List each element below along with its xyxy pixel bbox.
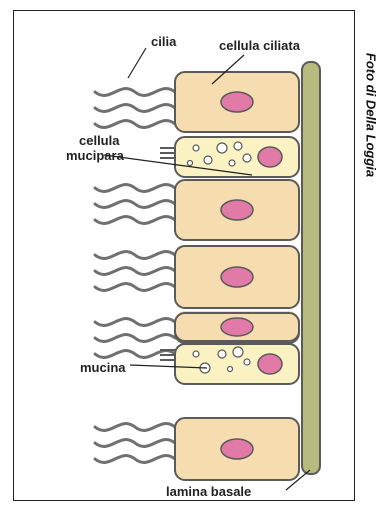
goblet-cell: [175, 137, 299, 177]
label-cilia: cilia: [151, 34, 177, 49]
nucleus: [221, 267, 253, 287]
label-ciliated-cell: cellula ciliata: [219, 38, 301, 53]
goblet-cell: [175, 344, 299, 384]
basal-lamina: [302, 62, 320, 474]
photo-credit: Foto di Della Loggia: [362, 30, 380, 200]
nucleus: [258, 147, 282, 167]
nucleus: [258, 354, 282, 374]
photo-credit-text: Foto di Della Loggia: [364, 53, 379, 177]
ciliated-cell: [175, 418, 299, 480]
nucleus: [221, 318, 253, 336]
ciliated-cell: [175, 246, 299, 308]
nucleus: [221, 200, 253, 220]
nucleus: [221, 92, 253, 112]
label-goblet-cell-line2: mucipara: [66, 148, 125, 163]
ciliated-cell: [175, 313, 299, 341]
label-basal-lamina: lamina basale: [166, 484, 251, 499]
label-goblet-cell-line1: cellula: [79, 133, 120, 148]
ciliated-cell: [175, 180, 299, 240]
nucleus: [221, 439, 253, 459]
label-mucin: mucina: [80, 360, 126, 375]
ciliated-cell: [175, 72, 299, 132]
